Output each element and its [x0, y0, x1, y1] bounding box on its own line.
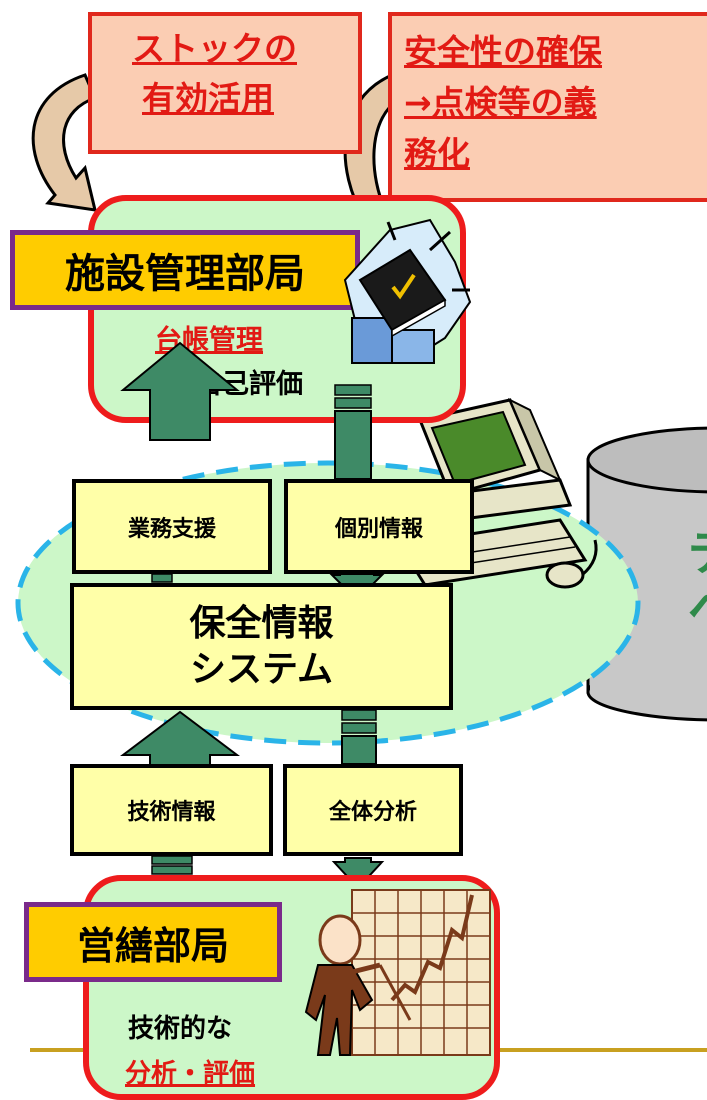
curved-arrow-icon — [31, 73, 98, 212]
note-line: 安全性の確保 — [404, 32, 602, 71]
analysis-evaluation-text: 分析・評価 — [125, 1059, 256, 1089]
database-cylinder-icon — [586, 426, 707, 722]
construction-dept-label: 営繕部局 — [24, 902, 282, 982]
system-title-line: 保全情報 — [189, 602, 334, 644]
maintenance-info-system-box: 保全情報 システム — [70, 583, 453, 710]
note-line: 務化 — [404, 134, 470, 173]
stock-utilization-note: ストックの 有効活用 — [88, 12, 362, 154]
database-label: デ ベ — [688, 525, 707, 637]
technical-info-box: 技術情報 — [70, 764, 273, 856]
individual-info-box: 個別情報 — [284, 479, 474, 574]
note-line: →点検等の義 — [404, 83, 597, 122]
facility-dept-label: 施設管理部局 — [10, 230, 360, 310]
safety-note: 安全性の確保 →点検等の義 務化 — [388, 12, 707, 202]
self-evaluation-text: 自己評価 — [195, 369, 303, 400]
database-glyph: ベ — [688, 581, 707, 637]
note-line: 有効活用 — [142, 79, 274, 118]
system-title-line: システム — [190, 648, 333, 690]
note-line: ストックの — [132, 29, 297, 68]
business-support-box: 業務支援 — [72, 479, 272, 574]
database-glyph: デ — [688, 525, 707, 581]
overall-analysis-box: 全体分析 — [283, 764, 463, 856]
ledger-management-text: 台帳管理 — [155, 325, 263, 356]
technical-text: 技術的な — [128, 1014, 233, 1044]
